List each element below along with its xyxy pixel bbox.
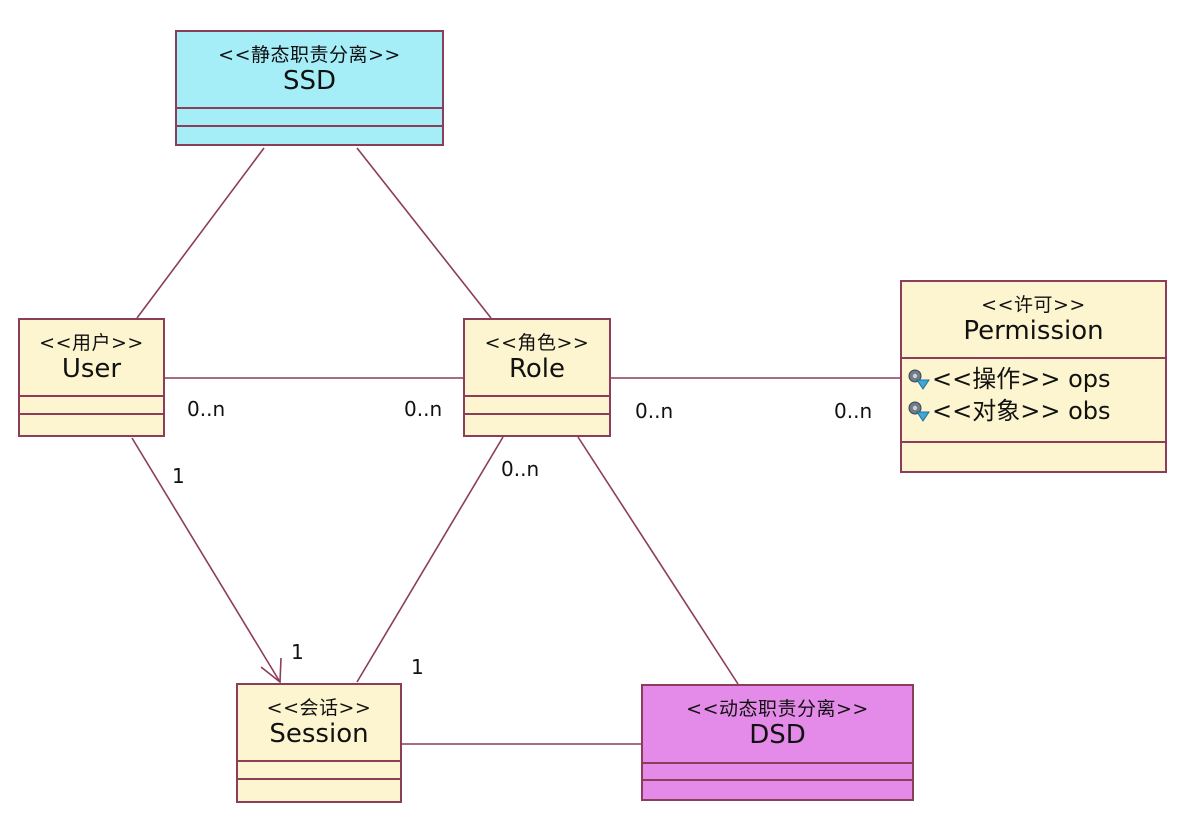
multiplicity-user-role-user: 0..n bbox=[187, 397, 226, 421]
attribute-obs: <<对象>> obs bbox=[932, 397, 1111, 425]
class-user[interactable]: <<用户>> User bbox=[18, 318, 165, 437]
attribute-row[interactable]: <<操作>> ops bbox=[902, 363, 1165, 395]
class-role-attributes bbox=[465, 397, 609, 415]
class-dsd-header: <<动态职责分离>> DSD bbox=[643, 686, 912, 764]
multiplicity-role-permission-permission: 0..n bbox=[834, 399, 873, 423]
multiplicity-role-session-role: 0..n bbox=[501, 457, 540, 481]
multiplicity-role-permission-role: 0..n bbox=[635, 399, 674, 423]
class-session-name: Session bbox=[269, 718, 369, 749]
multiplicity-user-role-role: 0..n bbox=[404, 397, 443, 421]
class-ssd-header: <<静态职责分离>> SSD bbox=[177, 32, 442, 109]
class-session-stereotype: <<会话>> bbox=[266, 696, 372, 719]
class-role[interactable]: <<角色>> Role bbox=[463, 318, 611, 437]
multiplicity-user-session-user: 1 bbox=[172, 464, 185, 488]
assoc-role-dsd bbox=[577, 436, 739, 685]
class-session-attributes bbox=[238, 762, 400, 780]
class-user-header: <<用户>> User bbox=[20, 320, 163, 397]
assoc-user-session bbox=[131, 437, 281, 683]
class-permission-name: Permission bbox=[963, 315, 1104, 346]
class-ssd-attributes bbox=[177, 109, 442, 127]
class-dsd-name: DSD bbox=[749, 720, 806, 750]
class-role-name: Role bbox=[508, 353, 566, 384]
class-user-attributes bbox=[20, 397, 163, 415]
class-permission-header: <<许可>> Permission bbox=[902, 282, 1165, 359]
multiplicity-role-session-session: 1 bbox=[411, 655, 424, 679]
class-session-header: <<会话>> Session bbox=[238, 685, 400, 762]
class-permission-attributes: <<操作>> ops <<对象>> obs bbox=[902, 359, 1165, 443]
multiplicity-user-session-session: 1 bbox=[291, 640, 304, 664]
attribute-row[interactable]: <<对象>> obs bbox=[902, 395, 1165, 427]
class-session[interactable]: <<会话>> Session bbox=[236, 683, 402, 803]
class-dsd-attributes bbox=[643, 764, 912, 781]
attribute-icon bbox=[908, 369, 930, 390]
class-ssd-stereotype: <<静态职责分离>> bbox=[218, 43, 401, 66]
class-ssd[interactable]: <<静态职责分离>> SSD bbox=[175, 30, 444, 146]
assoc-role-session bbox=[356, 436, 504, 683]
attribute-icon bbox=[908, 401, 930, 422]
class-role-header: <<角色>> Role bbox=[465, 320, 609, 397]
class-ssd-name: SSD bbox=[282, 65, 337, 96]
class-permission-stereotype: <<许可>> bbox=[981, 293, 1086, 316]
navigability-arrowhead bbox=[260, 657, 282, 684]
attribute-ops: <<操作>> ops bbox=[932, 365, 1111, 393]
class-role-stereotype: <<角色>> bbox=[484, 331, 590, 354]
class-user-stereotype: <<用户>> bbox=[39, 331, 144, 354]
class-permission[interactable]: <<许可>> Permission <<操作>> ops <<对象>> obs bbox=[900, 280, 1167, 473]
class-dsd-stereotype: <<动态职责分离>> bbox=[686, 698, 869, 720]
class-user-name: User bbox=[61, 353, 122, 384]
assoc-ssd-user bbox=[136, 147, 265, 319]
class-dsd[interactable]: <<动态职责分离>> DSD bbox=[641, 684, 914, 801]
assoc-ssd-role bbox=[356, 147, 492, 319]
